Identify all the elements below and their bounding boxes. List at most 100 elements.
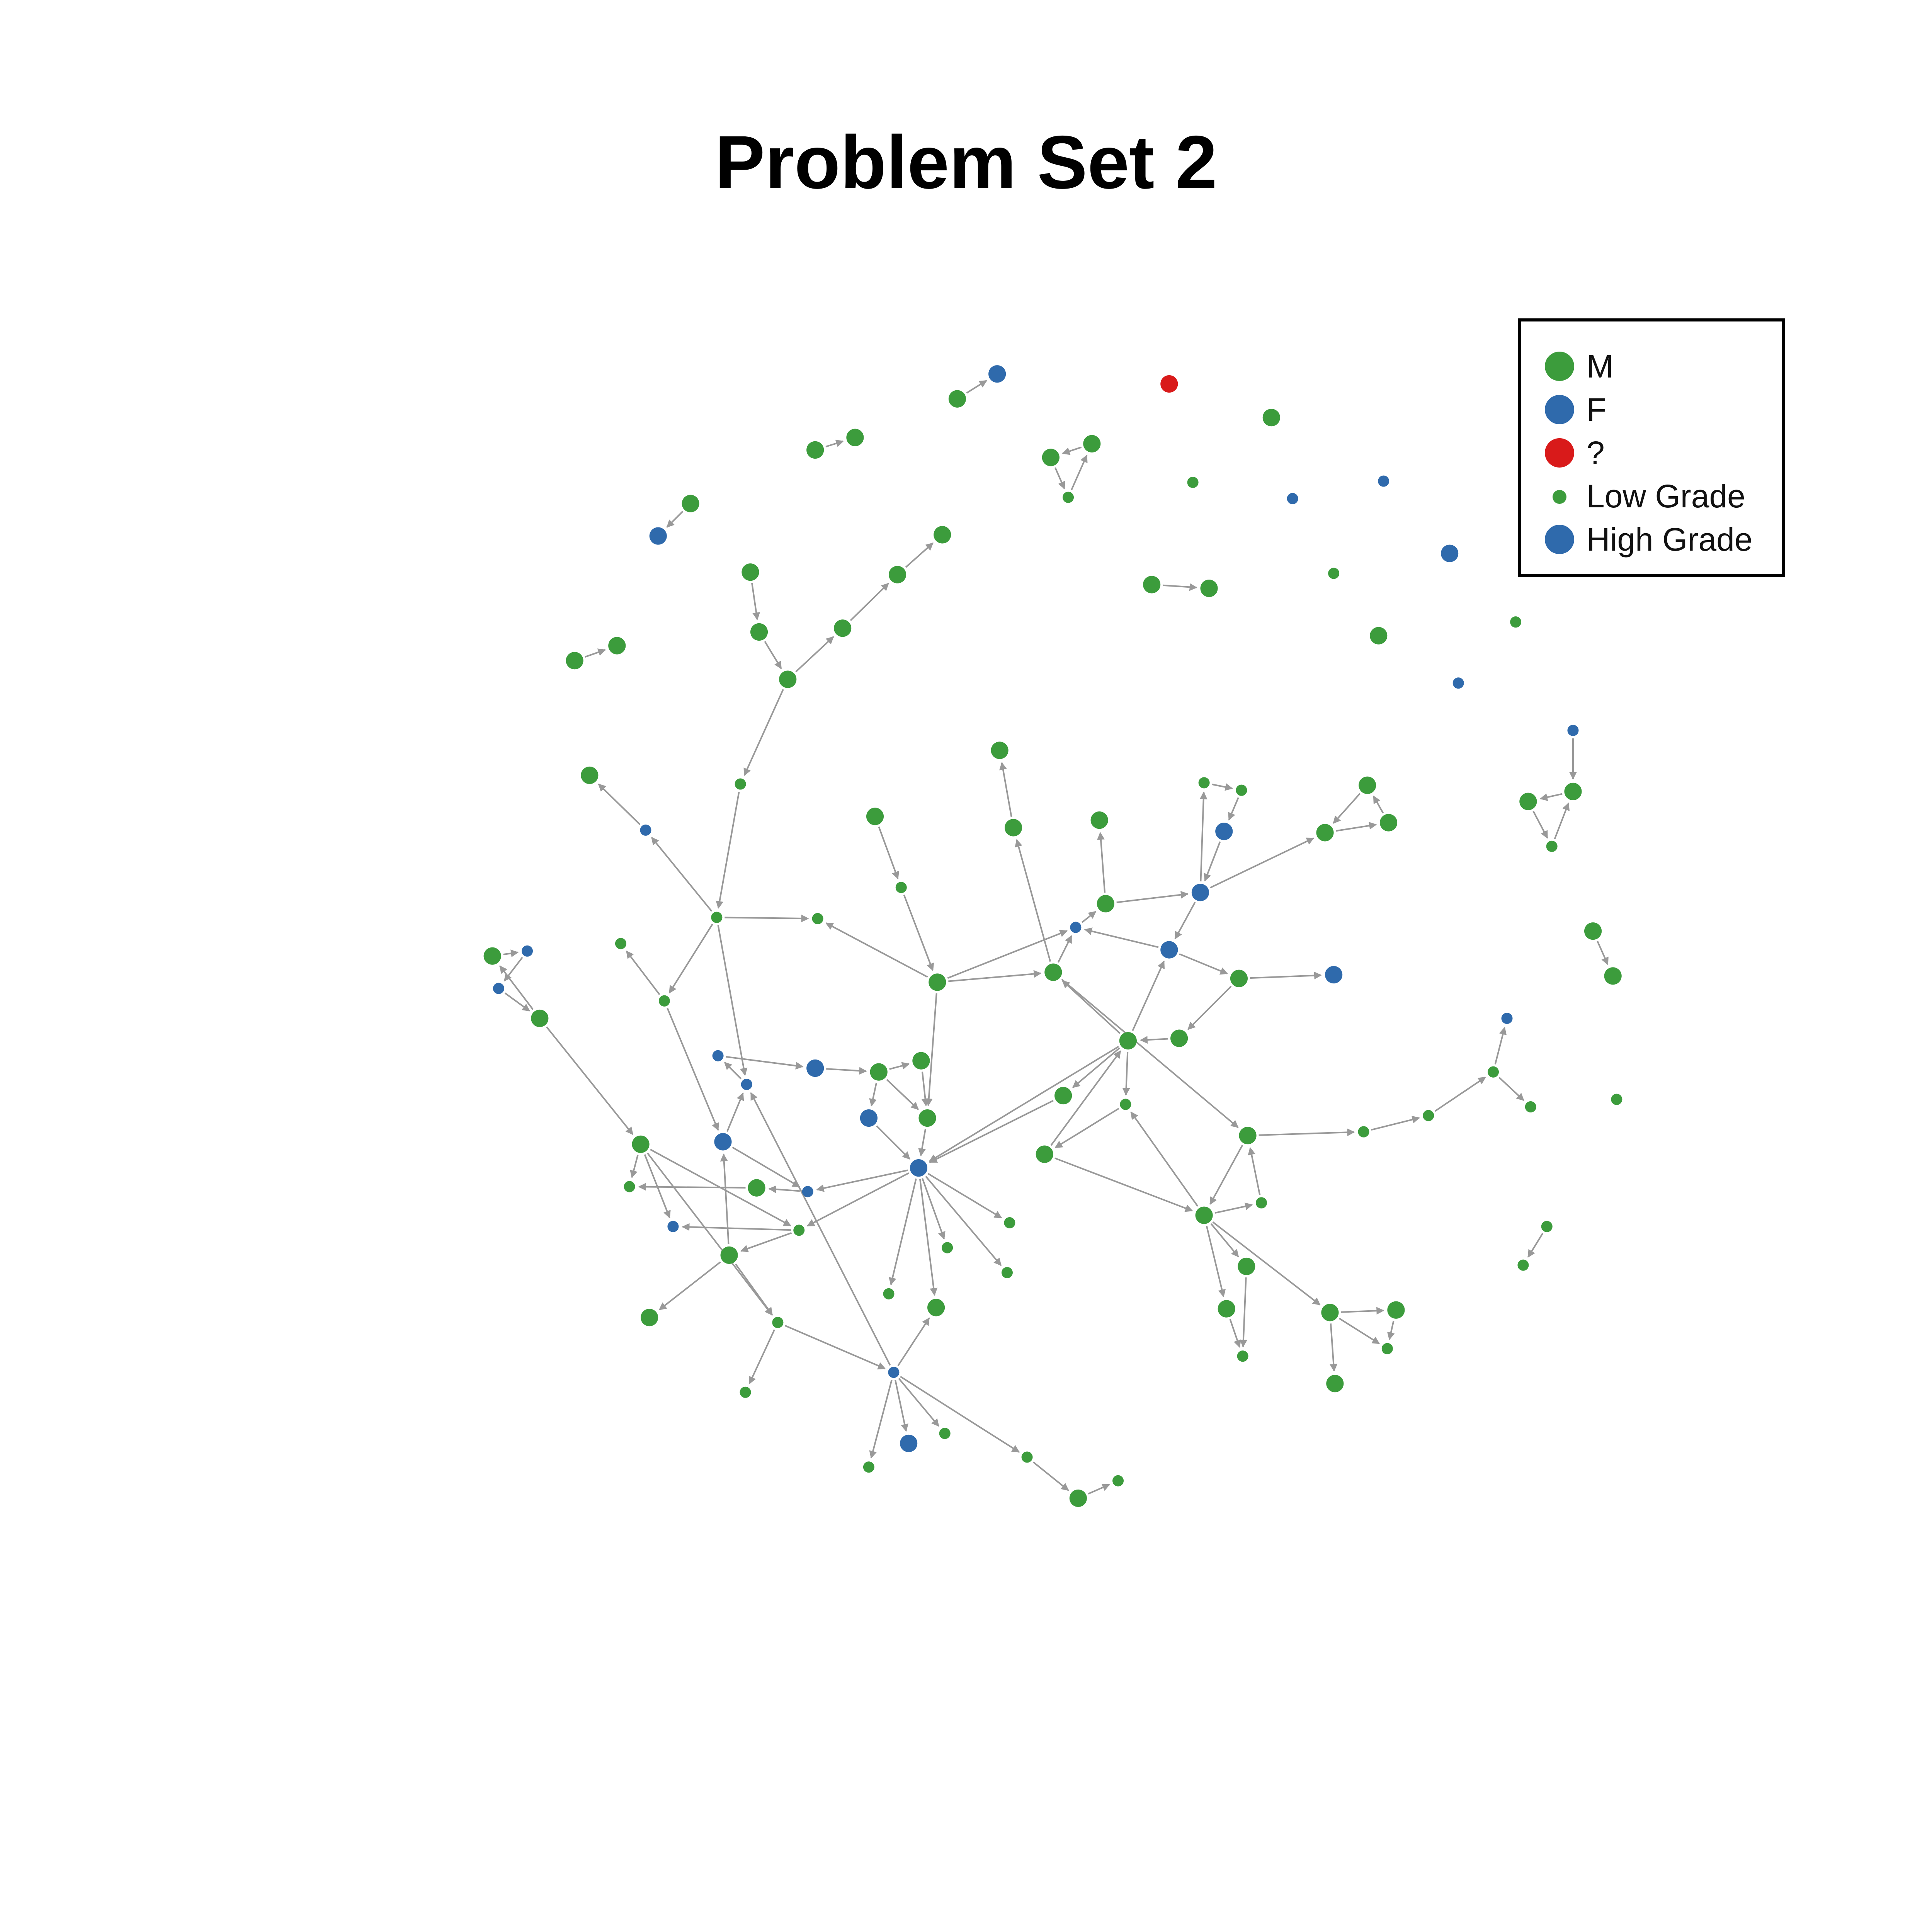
graph-node	[750, 623, 768, 641]
graph-node	[1239, 1127, 1257, 1145]
graph-edge	[816, 1169, 908, 1192]
graph-node	[1200, 580, 1218, 597]
graph-edge	[1062, 446, 1082, 455]
graph-node	[735, 778, 746, 790]
graph-edge	[1088, 1484, 1110, 1495]
graph-node	[742, 563, 759, 581]
graph-node	[1510, 616, 1522, 628]
graph-edge	[850, 583, 889, 621]
graph-edge	[1498, 1077, 1524, 1101]
graph-node	[1143, 576, 1161, 594]
graph-node	[1611, 1094, 1622, 1105]
graph-edge	[717, 925, 748, 1076]
graph-edge	[889, 1062, 910, 1070]
graph-edge	[732, 1146, 800, 1188]
legend-label-low-grade: Low Grade	[1587, 478, 1745, 514]
graph-node	[779, 670, 797, 688]
graph-edge	[644, 1154, 671, 1219]
graph-edge	[751, 583, 760, 621]
graph-edge	[1527, 1233, 1544, 1258]
graph-node	[1423, 1110, 1434, 1121]
graph-edge	[1335, 821, 1377, 832]
graph-edge	[668, 923, 713, 994]
graph-edge	[626, 950, 660, 995]
graph-node	[682, 495, 699, 512]
graph-edge	[927, 1173, 1002, 1219]
graph-node	[895, 882, 907, 893]
graph-edge	[740, 1232, 792, 1252]
graph-edge	[748, 1329, 776, 1384]
graph-edge	[897, 1317, 930, 1366]
graph-edge	[903, 895, 934, 971]
graph-node	[834, 619, 852, 637]
graph-edge	[1204, 841, 1221, 882]
graph-node	[1042, 449, 1060, 466]
chart-title: Problem Set 2	[714, 120, 1218, 204]
graph-node	[1160, 941, 1178, 959]
graph-node	[1358, 1126, 1369, 1138]
legend-label-unknown: ?	[1587, 435, 1605, 471]
graph-node	[1044, 963, 1062, 981]
legend-label-high-grade: High Grade	[1587, 521, 1753, 558]
graph-edge	[1239, 1277, 1247, 1348]
graph-edge	[646, 1152, 773, 1316]
graph-edge	[878, 827, 899, 879]
graph-edge	[918, 1129, 927, 1156]
graph-edge	[764, 641, 782, 669]
graph-node	[1546, 840, 1558, 852]
graph-node	[1237, 1350, 1248, 1362]
graph-node	[748, 1179, 765, 1197]
graph-edge	[1539, 793, 1563, 801]
graph-node	[772, 1317, 784, 1328]
graph-node	[889, 566, 906, 583]
graph-edge	[750, 1092, 891, 1366]
graph-node	[658, 995, 670, 1007]
graph-node	[900, 1434, 918, 1452]
graph-edge	[724, 914, 809, 922]
graph-edge	[1062, 980, 1121, 1034]
graph-edge	[726, 1056, 804, 1070]
graph-node	[870, 1063, 888, 1081]
graph-node	[1287, 493, 1298, 504]
graph-node	[1325, 966, 1343, 984]
graph-node	[988, 365, 1006, 383]
graph-node	[1501, 1012, 1513, 1024]
graph-edge	[795, 636, 834, 673]
graph-edge	[716, 791, 740, 909]
graph-node	[1097, 895, 1114, 913]
graph-node	[1230, 969, 1248, 987]
graph-edge	[1532, 811, 1548, 839]
graph-node	[1584, 922, 1602, 940]
graph-edge	[720, 1153, 730, 1244]
graph-node	[1452, 677, 1464, 689]
graph-edge	[889, 1178, 917, 1286]
graph-node	[483, 947, 501, 965]
graph-node	[1328, 568, 1340, 579]
graph-edge	[1228, 797, 1239, 821]
graph-edge	[1070, 454, 1088, 491]
graph-node	[566, 652, 583, 670]
graph-edge	[1054, 1108, 1119, 1148]
graph-edge	[638, 1183, 746, 1191]
graph-edge	[1054, 467, 1065, 490]
graph-node	[860, 1109, 878, 1127]
graph-edge	[1015, 839, 1051, 962]
graph-edge	[1597, 940, 1609, 965]
legend-f-swatch-icon	[1545, 395, 1574, 424]
legend-low-grade-swatch-icon	[1553, 490, 1566, 504]
graph-edge	[1259, 1128, 1355, 1136]
graph-edge	[826, 1067, 867, 1075]
graph-node	[1198, 777, 1210, 789]
graph-node	[991, 742, 1009, 759]
graph-edge	[886, 1079, 919, 1110]
graph-node	[1359, 776, 1376, 794]
graph-node	[1218, 1300, 1235, 1318]
graph-edge	[895, 1380, 908, 1432]
graph-node	[493, 983, 504, 994]
graph-edge	[948, 970, 1042, 982]
graph-node	[1170, 1029, 1188, 1047]
graph-node	[1236, 784, 1247, 796]
graph-node	[929, 973, 946, 991]
